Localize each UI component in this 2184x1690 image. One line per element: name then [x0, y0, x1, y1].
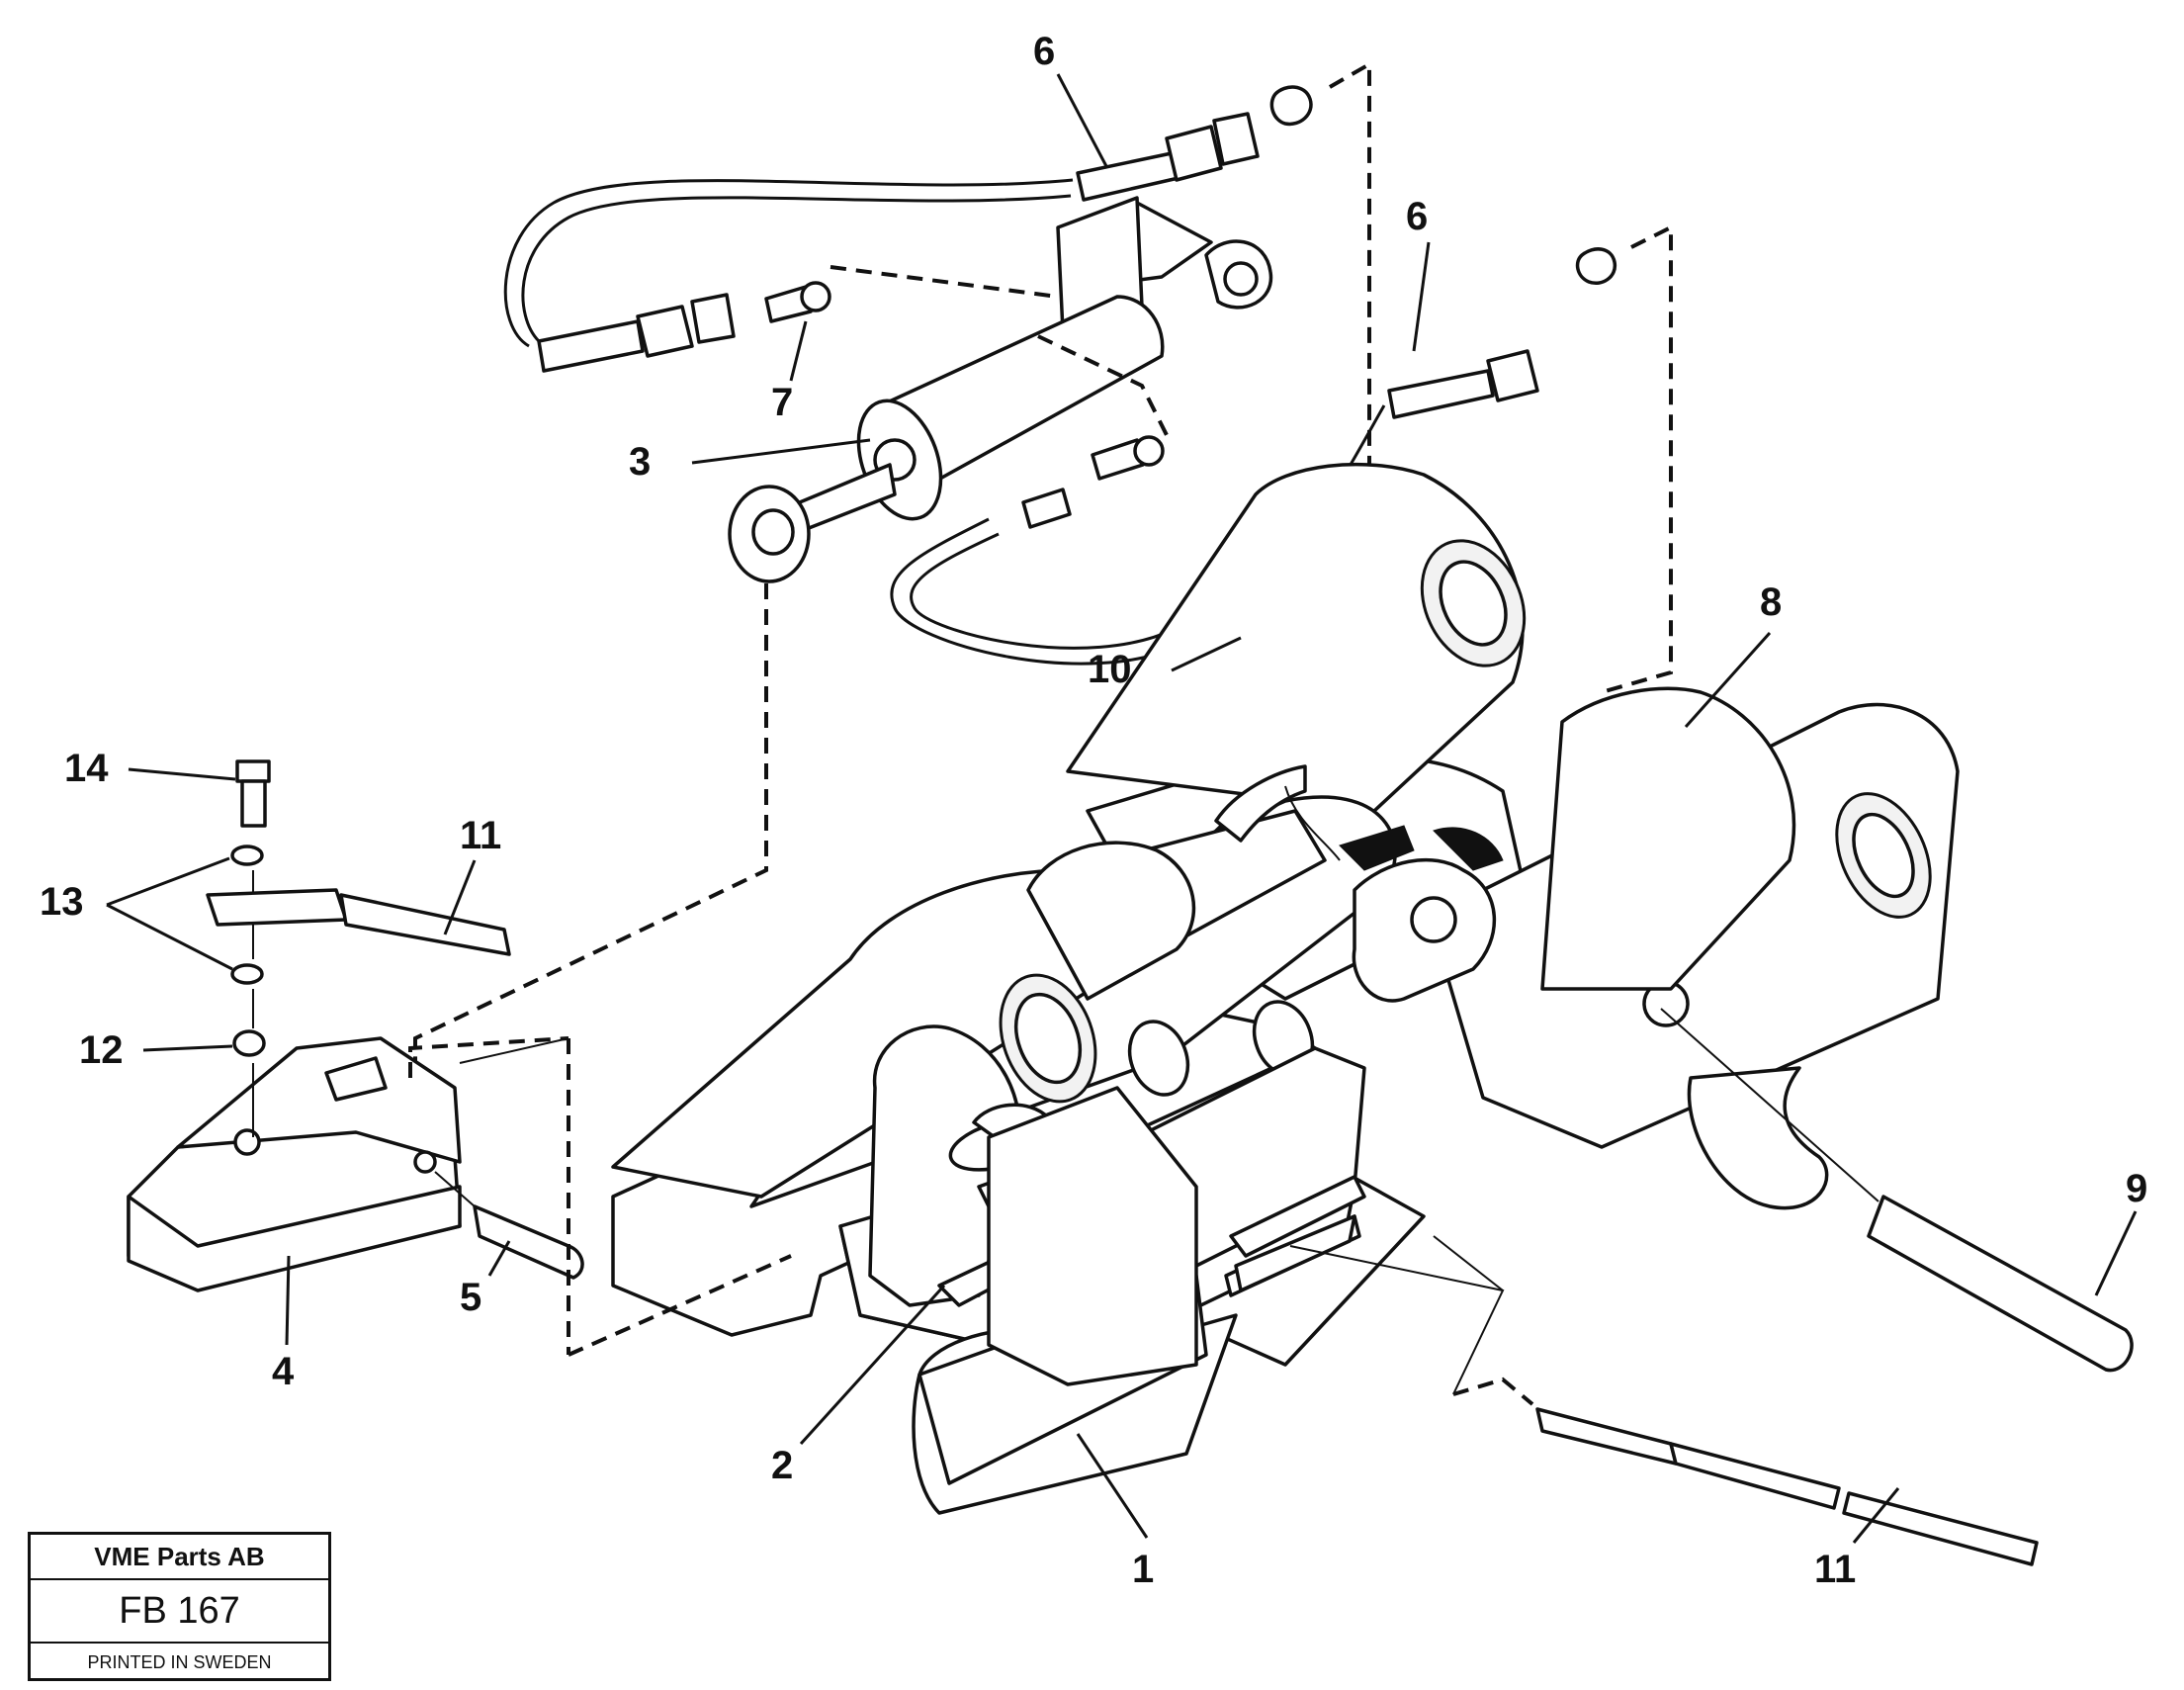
callout-11b: 11	[1814, 1487, 1900, 1591]
svg-text:8: 8	[1760, 580, 1782, 624]
callout-8: 8	[1684, 580, 1782, 729]
svg-text:13: 13	[40, 880, 84, 924]
fittings	[764, 281, 1165, 529]
callout-6b: 6	[1406, 195, 1431, 352]
bolt-washer-nut-stack	[206, 759, 511, 1137]
svg-text:11: 11	[1814, 1548, 1856, 1591]
title-block: VME Parts AB FB 167 PRINTED IN SWEDEN	[28, 1532, 331, 1681]
svg-text:12: 12	[79, 1028, 124, 1072]
callout-5: 5	[460, 1240, 511, 1319]
callout-7: 7	[771, 320, 808, 424]
hydraulic-cylinder	[728, 196, 1273, 583]
svg-text:3: 3	[629, 440, 651, 484]
svg-text:5: 5	[460, 1276, 481, 1319]
hydraulic-hose-upper	[503, 60, 1371, 475]
svg-text:11: 11	[460, 814, 501, 857]
svg-text:4: 4	[272, 1350, 295, 1393]
title-block-printed: PRINTED IN SWEDEN	[87, 1652, 272, 1672]
svg-text:6: 6	[1406, 195, 1428, 238]
callout-13: 13	[40, 856, 233, 971]
svg-text:10: 10	[1088, 648, 1132, 691]
svg-text:14: 14	[64, 747, 109, 790]
callout-11a: 11	[443, 814, 501, 935]
svg-text:6: 6	[1033, 30, 1055, 73]
callout-3: 3	[629, 438, 871, 484]
callout-2: 2	[771, 1284, 946, 1487]
quick-coupler-body	[611, 462, 1960, 1515]
lock-block	[127, 1036, 462, 1292]
title-block-code: FB 167	[31, 1580, 328, 1644]
title-block-company: VME Parts AB	[31, 1535, 328, 1580]
callout-6a: 6	[1033, 30, 1109, 169]
callout-9: 9	[2094, 1167, 2147, 1296]
svg-text:2: 2	[771, 1444, 793, 1487]
svg-text:9: 9	[2126, 1167, 2147, 1210]
svg-text:1: 1	[1132, 1548, 1154, 1591]
callout-12: 12	[79, 1028, 233, 1072]
callout-4: 4	[272, 1255, 295, 1393]
svg-text:7: 7	[771, 381, 793, 424]
callout-1: 1	[1076, 1433, 1154, 1591]
callout-10: 10	[1088, 636, 1242, 691]
callout-14: 14	[64, 747, 236, 790]
